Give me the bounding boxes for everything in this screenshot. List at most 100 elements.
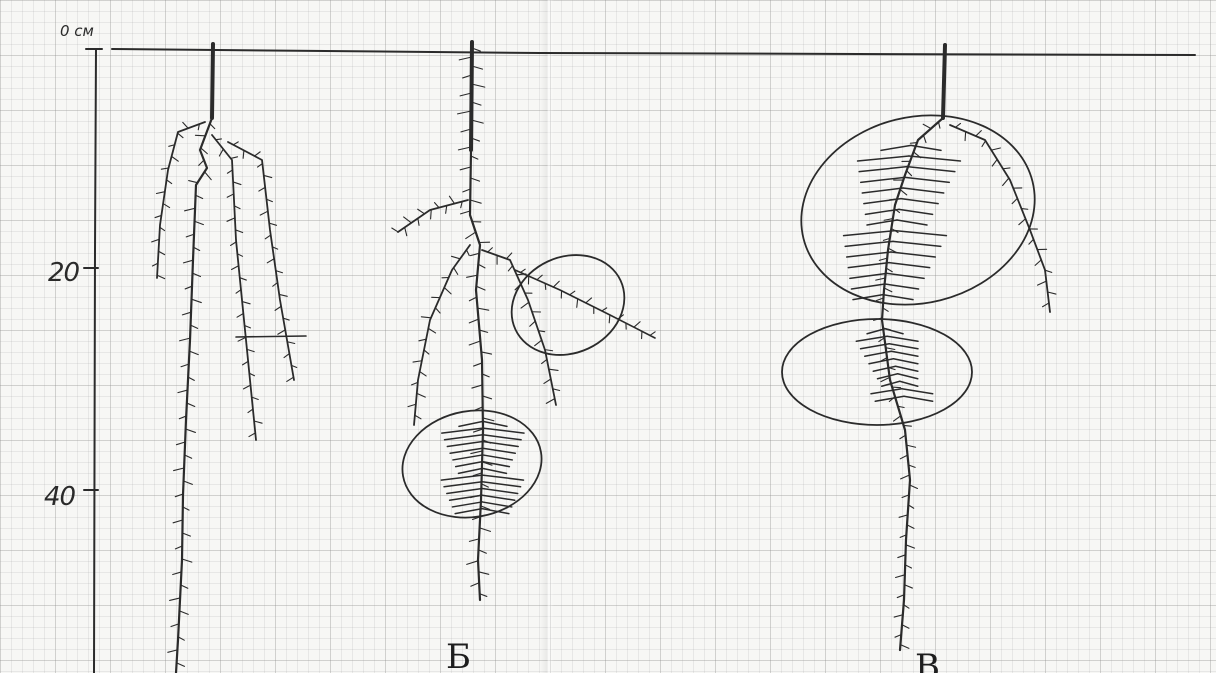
root-hair xyxy=(886,348,895,350)
root-hair xyxy=(454,268,458,275)
root-hair xyxy=(273,283,278,287)
root-hair xyxy=(900,190,907,195)
root-hair xyxy=(237,314,243,318)
root-hair xyxy=(602,308,607,311)
root-hair xyxy=(195,135,205,136)
root-hair xyxy=(444,288,451,294)
root-hair xyxy=(906,545,915,548)
plant-v-upper-lateral-root xyxy=(903,188,944,193)
root-hair xyxy=(417,393,425,397)
depth-label-zero: 0 см xyxy=(60,24,94,39)
plant-b-lower-lateral-root xyxy=(458,468,482,473)
root-hair xyxy=(471,178,480,181)
plant-v-upper-lateral-root xyxy=(897,220,927,225)
root-hair xyxy=(466,232,476,238)
root-hair xyxy=(894,416,901,421)
depth-axis xyxy=(94,49,96,673)
plant-v-upper-lateral-root xyxy=(847,252,891,257)
root-hair xyxy=(884,288,892,292)
root-hair xyxy=(546,399,554,404)
plant-v-lower-lateral-root xyxy=(875,396,904,401)
root-hair xyxy=(418,209,425,214)
root-hair xyxy=(467,561,478,565)
root-hair xyxy=(254,421,262,423)
root-hair xyxy=(535,340,542,346)
root-hair xyxy=(899,515,908,517)
root-hair xyxy=(553,281,559,287)
root-hair xyxy=(1035,260,1041,265)
plant-v-upper-lateral-root xyxy=(901,199,938,204)
plant-v-lower-lateral-root xyxy=(902,389,933,394)
root-hair xyxy=(186,429,196,432)
root-hair xyxy=(471,451,483,454)
plant-v-stem xyxy=(943,45,945,118)
plant-b-stem xyxy=(471,42,472,150)
root-hair xyxy=(185,208,195,211)
root-hair xyxy=(435,203,439,208)
soil-surface-line xyxy=(112,49,1195,55)
plant-v-lower-lateral-root xyxy=(896,366,918,371)
root-hair xyxy=(483,396,492,399)
root-hair xyxy=(180,338,190,341)
root-hair xyxy=(896,575,905,578)
root-hair xyxy=(287,377,294,381)
root-hair xyxy=(184,481,193,484)
plant-v-upper-lateral-root xyxy=(899,209,933,214)
root-hair xyxy=(415,415,421,419)
root-hairs xyxy=(152,48,1056,666)
root-hair xyxy=(461,211,471,214)
root-hair xyxy=(476,286,485,290)
plant-b-lower-lateral-root xyxy=(459,421,483,426)
root-hair xyxy=(242,302,250,304)
plant-b-lower-lateral-root xyxy=(482,468,506,473)
plant-b-lower-lateral-root xyxy=(482,482,520,487)
plant-v-upper-lateral-root xyxy=(907,167,955,172)
root-hair xyxy=(570,291,575,295)
root-hair xyxy=(530,321,535,326)
root-hair xyxy=(182,312,191,315)
plant-b-main-root xyxy=(470,150,483,600)
root-hair xyxy=(172,156,179,161)
plant-v-upper-lateral-root xyxy=(895,231,946,236)
plant-b-lower-lateral-root xyxy=(483,455,513,460)
plant-b-lower-lateral-root xyxy=(453,455,483,460)
plant-v-lower-lateral-root xyxy=(893,359,917,364)
root-hair xyxy=(187,403,195,406)
root-hair xyxy=(478,308,489,310)
root-hair xyxy=(231,242,237,246)
root-hair xyxy=(264,175,272,177)
root-hair xyxy=(472,385,482,388)
plant-b-lower-lateral-root xyxy=(450,495,483,500)
root-hair xyxy=(471,253,480,255)
root-hair xyxy=(227,218,235,221)
root-hair xyxy=(905,585,913,588)
plant-b-lower-lateral-root xyxy=(447,489,482,494)
root-hair xyxy=(191,325,198,328)
root-hair xyxy=(157,275,165,278)
root-hair xyxy=(483,418,494,421)
plant-v-upper-lateral-root xyxy=(850,273,887,278)
root-hair xyxy=(205,172,212,180)
plant-v-upper-lateral-root xyxy=(893,241,941,246)
plant-v-upper-lateral-root xyxy=(851,284,885,289)
plant-v-root-1 xyxy=(950,125,1050,312)
plant-a-stem xyxy=(212,44,213,118)
root-hair xyxy=(923,124,931,128)
root-hair xyxy=(458,111,472,114)
root-hair xyxy=(506,253,511,259)
root-hair xyxy=(480,528,491,532)
root-hair xyxy=(178,133,183,138)
root-hair xyxy=(907,525,914,528)
root-hair xyxy=(219,149,223,156)
root-hair xyxy=(193,273,201,276)
root-hair xyxy=(469,341,480,345)
panel-label-v: В xyxy=(915,650,940,673)
plant-a-root-system xyxy=(157,44,306,673)
root-hair xyxy=(1038,281,1047,285)
root-hair xyxy=(265,235,270,239)
root-hair xyxy=(577,299,578,308)
plant-v-upper-lateral-root xyxy=(858,156,909,161)
root-hair xyxy=(176,442,185,445)
plant-b-lower-lateral-root xyxy=(483,462,510,467)
